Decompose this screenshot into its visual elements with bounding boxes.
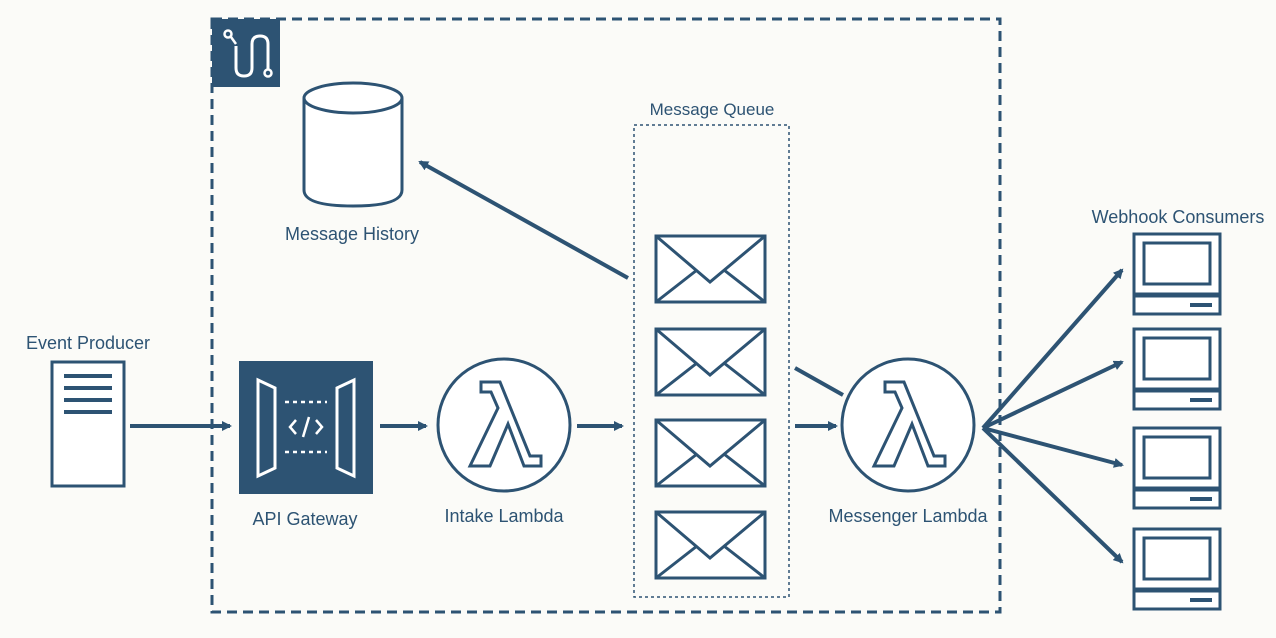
label-intake-lambda: Intake Lambda [444,506,564,526]
server-icon [1132,327,1222,411]
arrow-messenger-to-consumer-1 [981,268,1124,430]
lambda-icon [436,357,572,493]
label-webhook-consumers: Webhook Consumers [1091,207,1265,227]
label-api-gateway: API Gateway [252,509,358,529]
label-message-history: Message History [284,224,420,244]
arrow-messenger-to-consumer-2 [982,360,1124,430]
step-functions-icon [212,19,280,87]
api-gateway-icon [239,361,373,494]
label-event-producer: Event Producer [25,333,151,353]
envelope-icon [654,234,767,304]
label-message-queue: Message Queue [649,100,775,119]
arrow-queue-to-history [418,160,629,280]
lambda-icon [840,357,976,493]
arrow-messenger-to-consumer-4 [981,426,1124,564]
envelope-icon [654,510,767,580]
envelope-icon [654,418,767,488]
server-icon [1132,527,1222,611]
envelope-icon [654,327,767,397]
message-queue-container [633,124,790,598]
server-icon [1132,232,1222,316]
system-boundary [210,17,1002,614]
document-icon [50,360,126,488]
server-icon [1132,426,1222,510]
arrow-messenger-to-consumer-3 [982,426,1124,468]
database-icon [302,81,404,208]
label-messenger-lambda: Messenger Lambda [828,506,988,526]
line-queue-to-messenger-upper [794,366,844,397]
